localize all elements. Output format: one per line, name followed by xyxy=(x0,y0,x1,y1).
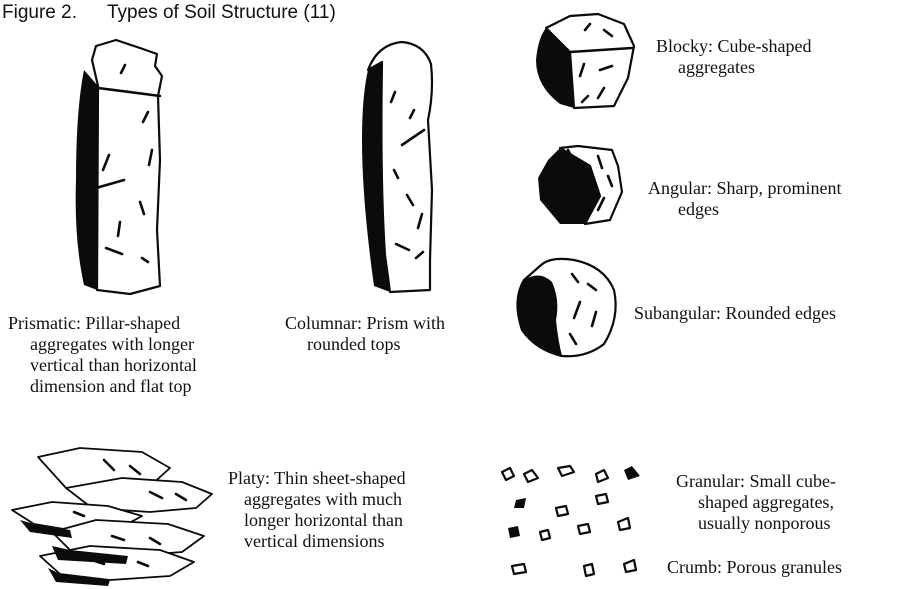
caption-line: dimension and flat top xyxy=(8,376,197,397)
caption-blocky: Blocky: Cube-shaped aggregates xyxy=(656,36,811,78)
caption-crumb: Crumb: Porous granules xyxy=(667,557,842,578)
caption-line: Granular: Small cube- xyxy=(676,471,836,492)
columnar-aggregate-illustration xyxy=(362,42,432,292)
caption-subangular: Subangular: Rounded edges xyxy=(634,303,836,324)
caption-line: aggregates with longer xyxy=(8,334,197,355)
caption-line: Blocky: Cube-shaped xyxy=(656,36,811,57)
granular-aggregate-illustration xyxy=(502,466,640,576)
caption-line: vertical than horizontal xyxy=(8,355,197,376)
caption-line: Columnar: Prism with xyxy=(285,313,445,334)
caption-line: Prismatic: Pillar-shaped xyxy=(8,313,197,334)
caption-line: Subangular: Rounded edges xyxy=(634,303,836,324)
caption-line: longer horizontal than xyxy=(228,510,406,531)
caption-platy: Platy: Thin sheet-shaped aggregates with… xyxy=(228,468,406,552)
caption-line: shaped aggregates, xyxy=(676,492,836,513)
caption-line: Platy: Thin sheet-shaped xyxy=(228,468,406,489)
caption-line: vertical dimensions xyxy=(228,531,406,552)
caption-columnar: Columnar: Prism with rounded tops xyxy=(285,313,445,355)
subangular-aggregate-illustration xyxy=(517,259,615,356)
caption-line: aggregates xyxy=(656,57,811,78)
platy-aggregate-illustration xyxy=(12,448,212,586)
caption-prismatic: Prismatic: Pillar-shaped aggregates with… xyxy=(8,313,197,397)
angular-aggregate-illustration xyxy=(538,146,622,224)
caption-line: rounded tops xyxy=(285,334,445,355)
caption-line: aggregates with much xyxy=(228,489,406,510)
caption-line: Crumb: Porous granules xyxy=(667,557,842,578)
caption-angular: Angular: Sharp, prominent edges xyxy=(648,178,841,220)
caption-line: edges xyxy=(648,199,841,220)
blocky-aggregate-illustration xyxy=(536,14,634,108)
prismatic-aggregate-illustration xyxy=(76,40,162,294)
caption-granular: Granular: Small cube- shaped aggregates,… xyxy=(676,471,836,534)
caption-line: usually nonporous xyxy=(676,513,836,534)
caption-line: Angular: Sharp, prominent xyxy=(648,178,841,199)
